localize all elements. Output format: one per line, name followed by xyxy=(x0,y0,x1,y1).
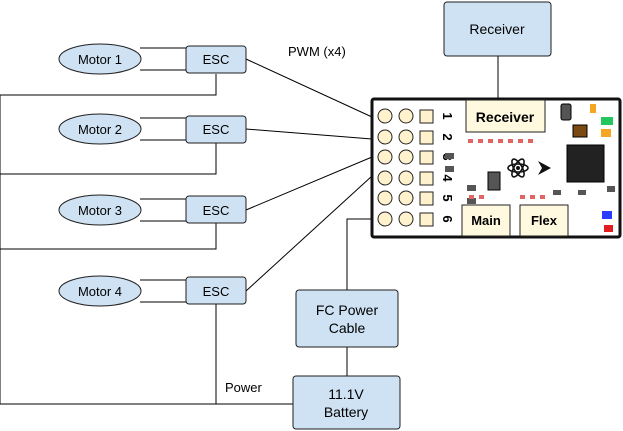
pin-signal xyxy=(377,108,393,124)
pin-number-6: 6 xyxy=(440,215,455,222)
pin-row-4: 4 xyxy=(377,170,455,186)
pin-power xyxy=(398,149,414,165)
led-blue-icon xyxy=(602,211,612,219)
esc-2-box xyxy=(185,115,247,144)
pin-number-4: 4 xyxy=(440,174,455,182)
esc-2-label: ESC xyxy=(203,122,230,137)
pin-ground xyxy=(419,150,434,165)
receiver: Receiver xyxy=(443,1,552,57)
fc-mcu-chip xyxy=(566,144,605,183)
fc-receiver-port xyxy=(465,99,546,133)
motor-2-label: Motor 2 xyxy=(78,122,122,137)
fc-pad xyxy=(601,129,611,137)
pin-signal xyxy=(377,190,393,206)
receiver-box xyxy=(443,1,552,57)
flight-controller: 1 2 3 4 xyxy=(370,97,622,239)
motor-1-body xyxy=(58,43,142,75)
pin-number-2: 2 xyxy=(440,133,455,140)
esc-3-box xyxy=(185,195,247,224)
motor-esc-wires xyxy=(140,47,186,303)
led-red-icon xyxy=(604,225,613,232)
pin-number-1: 1 xyxy=(440,112,455,119)
pin-power xyxy=(398,211,414,227)
pin-ground xyxy=(419,171,434,186)
fc-resistor xyxy=(467,198,476,204)
pin-power xyxy=(398,190,414,206)
pin-ground xyxy=(419,191,434,206)
pin-power xyxy=(398,129,414,145)
motor-2-body xyxy=(58,113,142,145)
esc-2: ESC xyxy=(185,115,247,144)
motor-1: Motor 1 xyxy=(58,43,142,75)
pin-signal xyxy=(377,149,393,165)
fc-flex-port xyxy=(519,204,569,237)
led-green-icon xyxy=(601,117,613,125)
pin-row-2: 2 xyxy=(377,129,455,145)
fc-resistor xyxy=(445,153,454,159)
atom-logo-icon xyxy=(507,158,529,178)
pin-ground xyxy=(419,109,434,124)
fc-board xyxy=(370,97,622,239)
fc-sensor-chip xyxy=(487,171,501,191)
esc-3: ESC xyxy=(185,195,247,224)
pin-number-5: 5 xyxy=(440,194,455,201)
pin-row-5: 5 xyxy=(377,190,455,206)
pin-row-1: 1 xyxy=(377,108,455,124)
esc-1-box xyxy=(185,45,247,74)
esc-1-label: ESC xyxy=(203,52,230,67)
power-annotation: Power xyxy=(225,380,263,395)
fc-power-cable-box xyxy=(295,289,399,348)
esc-1: ESC xyxy=(185,45,247,74)
fc-main-port xyxy=(461,204,511,237)
fc-resistor xyxy=(607,186,615,192)
fc-resistor xyxy=(467,185,476,191)
pin-ground xyxy=(419,212,434,227)
receiver-label: Receiver xyxy=(469,21,525,37)
pin-signal xyxy=(377,129,393,145)
fc-power-cable-line1: FC Power xyxy=(316,302,379,318)
motor-3-body xyxy=(58,194,142,226)
motor-3: Motor 3 xyxy=(58,194,142,226)
esc-4-box xyxy=(185,276,247,305)
esc-4-label: ESC xyxy=(203,284,230,299)
fc-receiver-port-label: Receiver xyxy=(476,109,535,125)
motor-4-body xyxy=(58,275,142,307)
pwm-annotation: PWM (x4) xyxy=(288,44,346,59)
battery-box xyxy=(292,375,401,430)
esc-4: ESC xyxy=(185,276,247,305)
pin-power xyxy=(398,170,414,186)
direction-arrow-icon xyxy=(538,161,551,175)
motor-3-label: Motor 3 xyxy=(78,203,122,218)
pin-ground xyxy=(419,130,434,145)
fc-resistor xyxy=(553,190,561,195)
motor-4-label: Motor 4 xyxy=(78,284,122,299)
fc-main-port-label: Main xyxy=(471,213,501,228)
fc-power-wires xyxy=(346,218,372,376)
pin-signal xyxy=(377,170,393,186)
pwm-wires xyxy=(245,58,373,292)
fc-power-cable: FC Power Cable xyxy=(295,289,399,348)
battery-line2: Battery xyxy=(324,404,368,420)
pin-signal xyxy=(377,211,393,227)
fc-power-cable-line2: Cable xyxy=(329,320,366,336)
fc-capacitor xyxy=(572,124,588,138)
power-bus-wires xyxy=(0,74,293,405)
motor-2: Motor 2 xyxy=(58,113,142,145)
pin-row-6: 6 xyxy=(377,211,455,227)
motor-4: Motor 4 xyxy=(58,275,142,307)
fc-pad xyxy=(590,104,596,113)
fc-pin-header: 1 2 3 4 xyxy=(377,108,455,227)
fc-resistor xyxy=(445,166,454,172)
esc-3-label: ESC xyxy=(203,203,230,218)
battery-line1: 11.1V xyxy=(328,386,364,402)
battery: 11.1V Battery xyxy=(292,375,401,430)
fc-flex-port-label: Flex xyxy=(531,213,558,228)
fc-pad-row xyxy=(468,139,545,199)
pin-power xyxy=(398,108,414,124)
fc-crystal xyxy=(560,103,572,121)
fc-resistor xyxy=(578,190,586,195)
motor-1-label: Motor 1 xyxy=(78,52,122,67)
